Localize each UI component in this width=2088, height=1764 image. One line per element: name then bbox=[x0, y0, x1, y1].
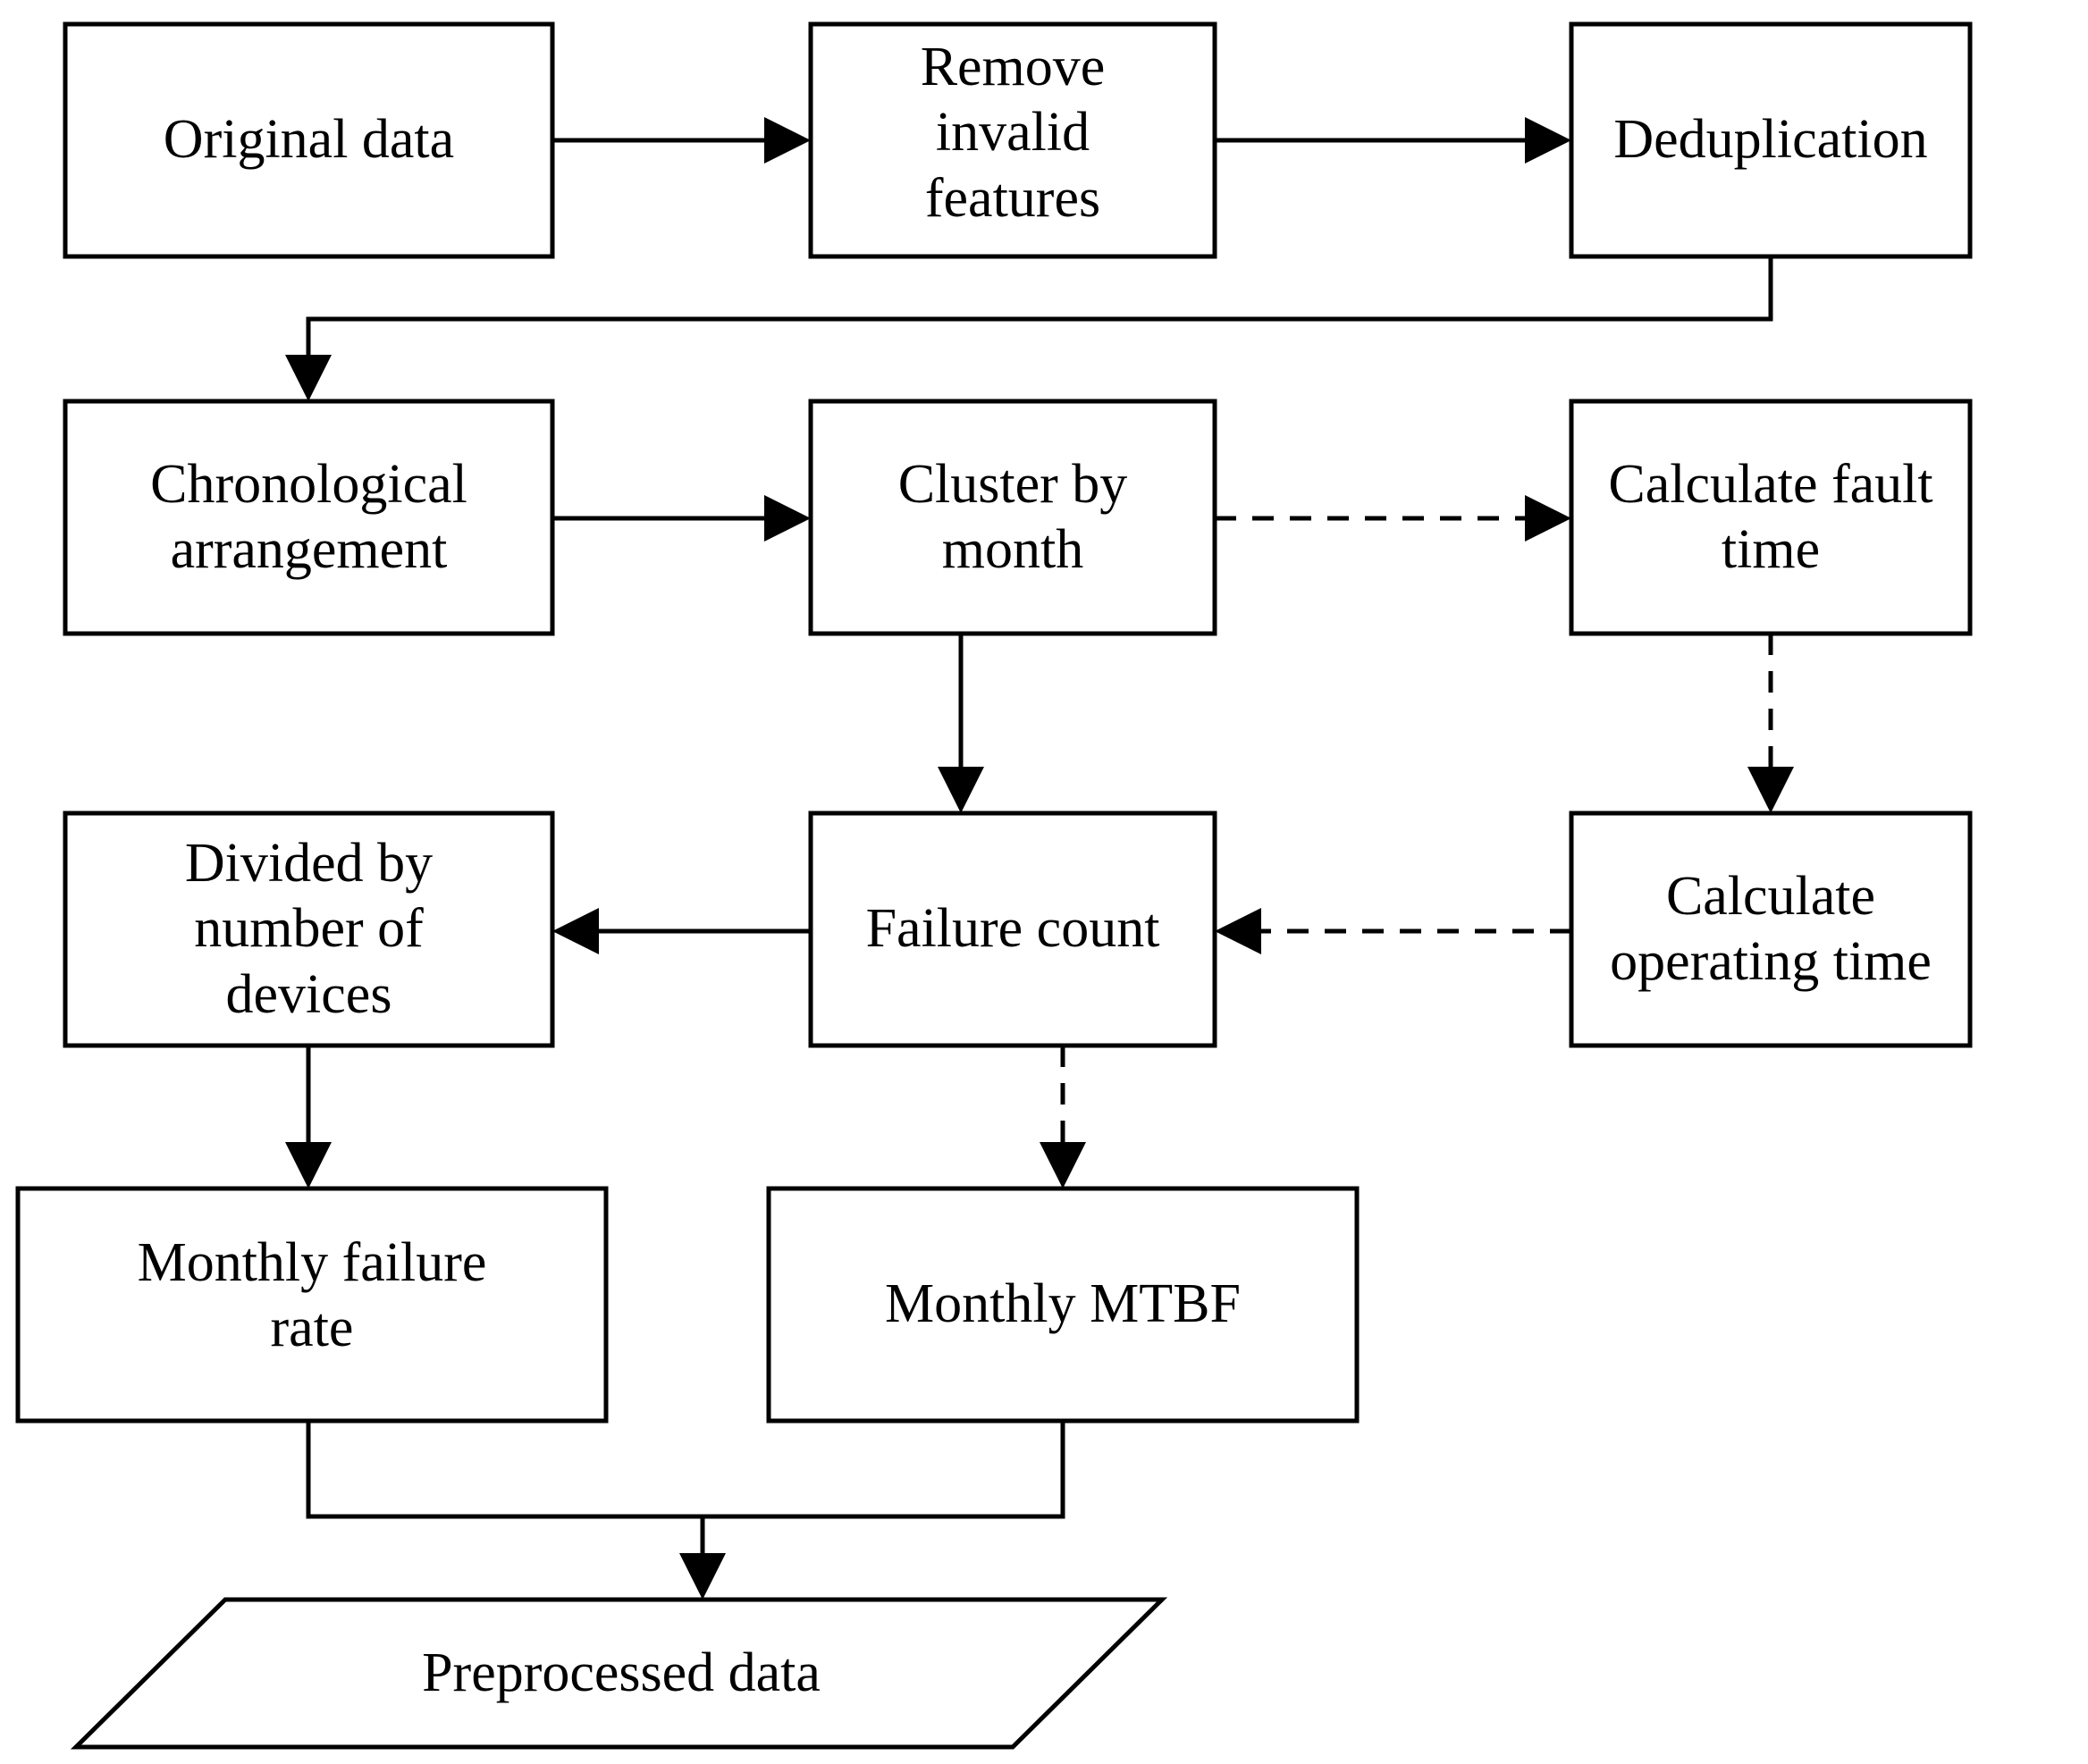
edge-monthly-mtbf-to-preprocessed-data bbox=[679, 1421, 1065, 1600]
node-monthly-mtbf[interactable] bbox=[766, 1186, 1360, 1424]
edge-divided-by-number-of-devices-to-monthly-failure-rate bbox=[285, 1046, 332, 1189]
edge-failure-count-to-monthly-mtbf bbox=[1040, 1046, 1086, 1189]
node-divided-by-number-of-devices[interactable] bbox=[63, 811, 555, 1048]
node-preprocessed-data[interactable] bbox=[70, 1597, 1168, 1750]
node-deduplication[interactable] bbox=[1569, 21, 1973, 259]
edge-deduplication-to-chronological-arrangement bbox=[285, 256, 1773, 401]
edge-original-data-to-remove-invalid-features bbox=[552, 117, 811, 164]
edge-remove-invalid-features-to-deduplication bbox=[1215, 117, 1571, 164]
node-remove-invalid-features[interactable] bbox=[808, 21, 1217, 259]
edge-cluster-by-month-to-failure-count bbox=[938, 634, 984, 813]
node-failure-count[interactable] bbox=[808, 811, 1217, 1048]
edge-failure-count-to-divided-by-number-of-devices bbox=[552, 908, 811, 954]
node-chronological-arrangement[interactable] bbox=[63, 399, 555, 636]
node-monthly-failure-rate[interactable] bbox=[15, 1186, 609, 1424]
edge-calculate-operating-time-to-failure-count bbox=[1215, 908, 1571, 954]
node-calculate-operating-time[interactable] bbox=[1569, 811, 1973, 1048]
edge-monthly-failure-rate-to-preprocessed-data bbox=[306, 1421, 705, 1568]
node-original-data[interactable] bbox=[63, 21, 555, 259]
node-calculate-fault-time[interactable] bbox=[1569, 399, 1973, 636]
edge-chronological-arrangement-to-cluster-by-month bbox=[552, 495, 811, 542]
edge-calculate-fault-time-to-calculate-operating-time bbox=[1747, 634, 1794, 813]
node-cluster-by-month[interactable] bbox=[808, 399, 1217, 636]
edge-cluster-by-month-to-calculate-fault-time bbox=[1215, 495, 1571, 542]
